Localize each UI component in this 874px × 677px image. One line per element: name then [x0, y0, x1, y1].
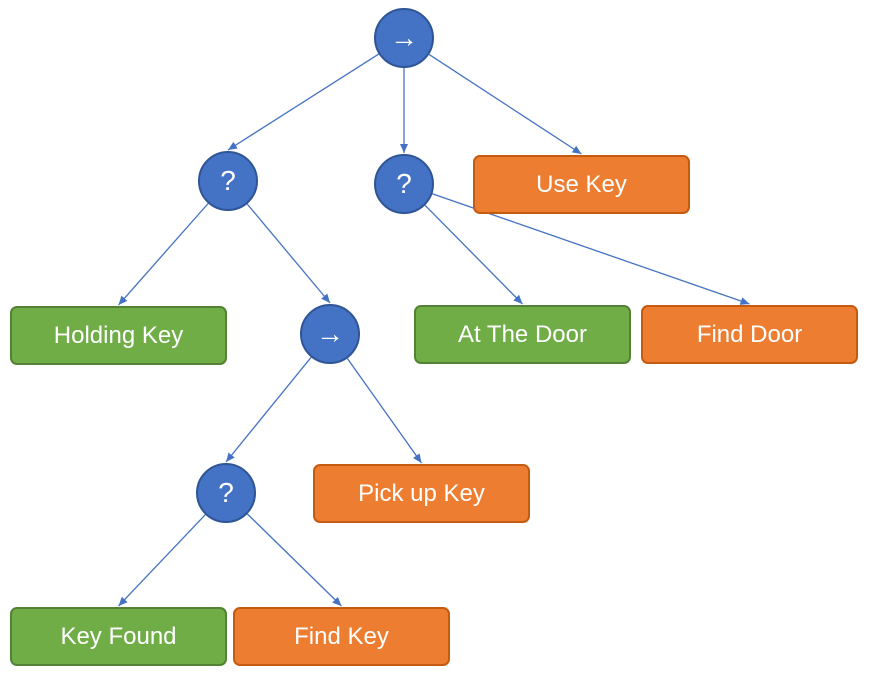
selector-node-door: ? [374, 154, 434, 214]
edge-selector_door-to-at_the_door [424, 204, 523, 305]
sequence-node-get-key: → [300, 304, 360, 364]
arrow-right-icon: → [390, 22, 418, 53]
edge-selector_find_key-to-key_found [118, 514, 206, 607]
edge-root-to-selector_key [227, 53, 380, 151]
action-node-use-key: Use Key [473, 155, 690, 214]
node-label: Use Key [536, 170, 627, 198]
edge-root-to-use_key [428, 53, 582, 155]
condition-node-holding-key: Holding Key [10, 306, 227, 365]
edge-selector_find_key-to-find_key [246, 513, 342, 607]
node-label: Find Door [696, 320, 803, 348]
selector-label: ? [218, 477, 234, 508]
edge-sequence_get_key-to-pick_up_key [346, 358, 423, 464]
node-label: At The Door [458, 320, 587, 348]
action-node-pick-up-key: Pick up Key [313, 464, 530, 523]
condition-node-at-the-door: At The Door [414, 305, 631, 364]
node-label: Find Key [294, 622, 389, 650]
arrow-right-icon: → [316, 318, 344, 349]
node-label: Pick up Key [358, 479, 485, 507]
node-label: Holding Key [53, 321, 184, 349]
selector-node-find-key: ? [196, 463, 256, 523]
action-node-find-key: Find Key [233, 607, 450, 666]
sequence-node-root: → [374, 8, 434, 68]
selector-label: ? [220, 165, 236, 196]
selector-label: ? [396, 168, 412, 199]
edge-selector_key-to-sequence_get_key [246, 203, 331, 304]
node-label: Key Found [60, 622, 177, 650]
edge-selector_key-to-holding_key [118, 203, 209, 306]
action-node-find-door: Find Door [641, 305, 858, 364]
edge-sequence_get_key-to-selector_find_key [225, 356, 312, 463]
selector-node-key: ? [198, 151, 258, 211]
condition-node-key-found: Key Found [10, 607, 227, 666]
